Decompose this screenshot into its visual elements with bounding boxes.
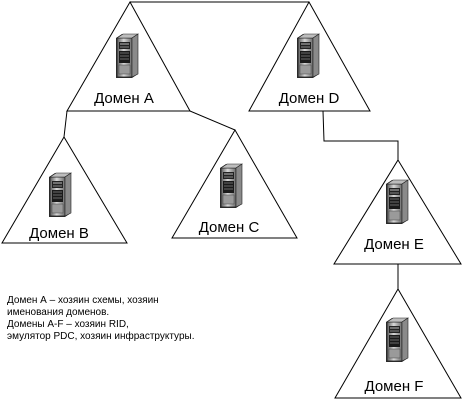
- domain-d: Домен D: [248, 0, 371, 112]
- domain-a: Домен А: [66, 0, 191, 112]
- note-line: Домен А – хозяин схемы, хозяин: [7, 295, 159, 306]
- note-line: эмулятор PDC, хозяин инфраструктуры.: [7, 331, 195, 342]
- server-tower-icon: [219, 163, 243, 209]
- domain-c-label: Домен C: [199, 219, 260, 236]
- server-tower-icon: [296, 33, 320, 79]
- connector-a-b: [63, 110, 68, 138]
- server-tower-icon: [385, 317, 409, 363]
- domain-f: Домен F: [334, 288, 462, 399]
- server-tower-icon: [115, 33, 139, 79]
- server-tower-icon: [385, 179, 409, 225]
- connector-a-c: [67, 110, 236, 131]
- domain-e: Домен E: [333, 159, 462, 265]
- domain-c: Домен C: [171, 129, 298, 239]
- connector-d-e: [322, 110, 399, 160]
- domain-b-label: Домен B: [29, 225, 89, 242]
- fsmo-roles-note: Домен А – хозяин схемы, хозяин именовани…: [7, 295, 267, 343]
- note-line: Домены A-F – хозяин RID,: [7, 319, 129, 330]
- domain-b: Домен B: [1, 136, 128, 244]
- domain-e-label: Домен E: [364, 236, 424, 253]
- note-line: именования доменов.: [7, 307, 110, 318]
- domain-f-label: Домен F: [365, 378, 424, 395]
- server-tower-icon: [48, 172, 72, 218]
- domain-a-label: Домен А: [94, 90, 154, 107]
- domain-d-label: Домен D: [279, 90, 340, 107]
